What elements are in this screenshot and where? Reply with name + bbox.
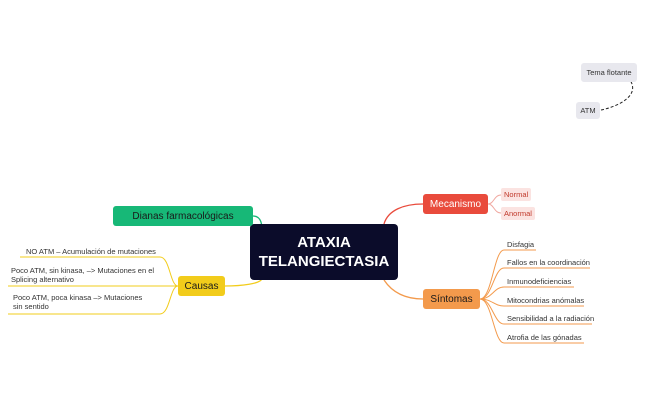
branch-dianas[interactable]: Dianas farmacológicas xyxy=(113,206,253,226)
subtopic-causa-1[interactable]: NO ATM – Acumulación de mutaciones xyxy=(26,247,156,256)
subtopic-causa-2[interactable]: Poco ATM, sin kinasa, –> Mutaciones en e… xyxy=(11,266,155,284)
branch-sintomas[interactable]: Síntomas xyxy=(423,289,480,309)
floating-topic[interactable]: Tema flotante xyxy=(581,63,637,82)
subtopic-sintoma-1[interactable]: Disfagia xyxy=(507,240,535,249)
subtopic-sintoma-2[interactable]: Fallos en la coordinación xyxy=(507,258,590,267)
subtopic-sintoma-6[interactable]: Atrofia de las gónadas xyxy=(507,333,582,342)
connector-causas-3 xyxy=(8,285,179,315)
branch-mecanismo[interactable]: Mecanismo xyxy=(423,194,488,214)
subtopic-anormal[interactable]: Anormal xyxy=(501,207,535,220)
subtopic-sintoma-5[interactable]: Sensibilidad a la radiación xyxy=(507,314,595,323)
floating-atm[interactable]: ATM xyxy=(576,102,600,119)
central-title-line1: ATAXIA xyxy=(297,234,351,251)
connector-sintomas xyxy=(383,279,424,300)
connector-mecanismo-normal xyxy=(487,194,502,205)
branch-causas[interactable]: Causas xyxy=(178,276,225,296)
subtopic-sintoma-4[interactable]: Mitocondrias anómalas xyxy=(507,296,585,305)
subtopic-sintoma-3[interactable]: Inmunodeficiencias xyxy=(507,277,572,286)
subtopic-causa-3[interactable]: Poco ATM, poca kinasa –> Mutaciones sin … xyxy=(13,293,143,311)
connector-causas-1 xyxy=(20,256,179,287)
central-topic[interactable]: ATAXIA TELANGIECTASIA xyxy=(250,224,398,280)
central-title-line2: TELANGIECTASIA xyxy=(258,253,390,270)
connector-mecanismo-anormal xyxy=(487,203,502,214)
subtopic-normal[interactable]: Normal xyxy=(501,188,532,201)
connector-sintomas-leaves xyxy=(479,249,592,344)
connector-mecanismo xyxy=(383,203,424,225)
